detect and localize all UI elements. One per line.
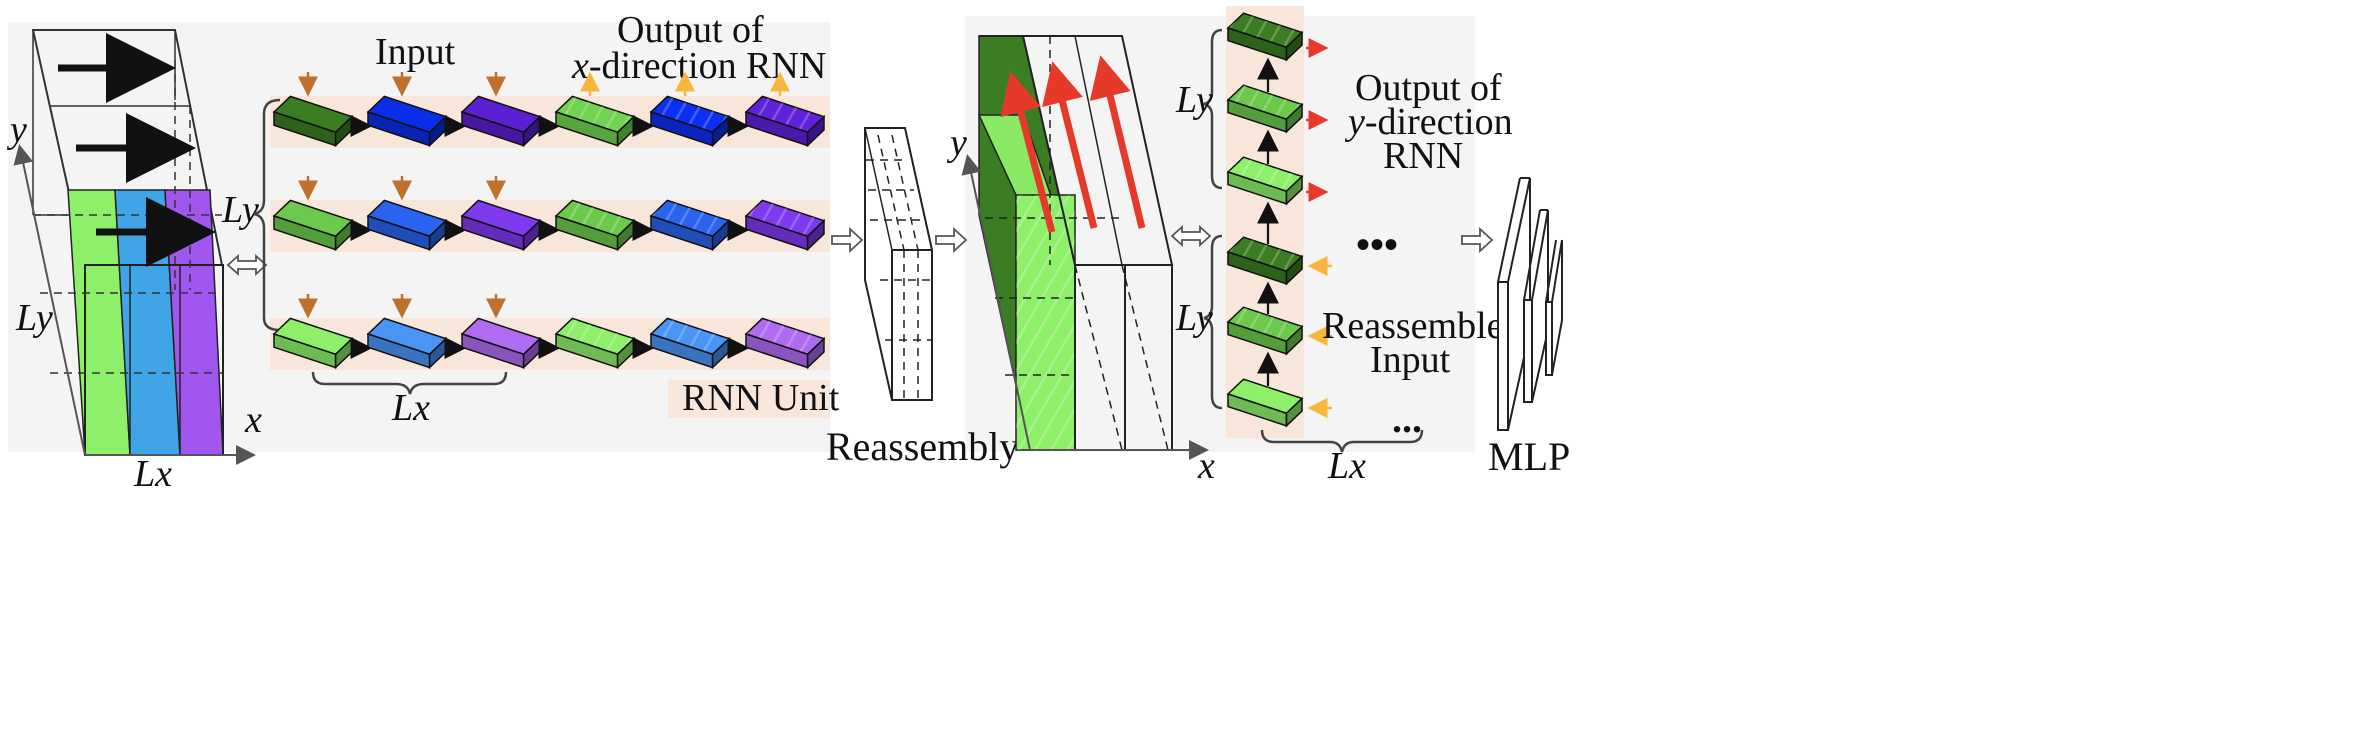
output-x-label-1: Output of: [617, 9, 764, 51]
Ly-brace-lower: [1203, 234, 1223, 410]
hollow-arrow-1: [831, 226, 864, 254]
y-unit-5: [1226, 306, 1304, 356]
rnn-unit-r3-c4: [554, 317, 636, 370]
double-arrow-2: [1170, 224, 1212, 248]
y-rnn-column-bg: [1226, 6, 1304, 438]
rnn-unit-r2-c1: [272, 199, 354, 252]
output-x-var: x: [571, 45, 589, 87]
axis-y-label-right: y: [946, 122, 967, 164]
Ly-brace-upper: [1203, 28, 1223, 190]
reassembled-label-2: Input: [1370, 339, 1451, 381]
axis-x-label-right: x: [1197, 445, 1215, 487]
hollow-arrow-2: [935, 226, 968, 254]
Lx-label-rows: Lx: [391, 387, 430, 429]
output-x-label-2: x-direction RNN: [571, 45, 826, 87]
y-unit-4: [1226, 236, 1304, 286]
y-unit-2: [1226, 84, 1304, 134]
rnn-unit-r3-c6: [744, 317, 826, 370]
y-axis-right: [961, 154, 1031, 451]
ellipsis-bottom: ...: [1392, 396, 1422, 441]
red-arrow-2: [1042, 61, 1098, 229]
Ly-brace-rows: [253, 98, 281, 332]
y-axis: [13, 144, 86, 456]
output-y-label-2: y-direction: [1344, 101, 1513, 143]
rnn-unit-r3-c2: [366, 317, 448, 370]
axis-x-label-left: x: [244, 399, 262, 441]
output-y-label-1: Output of: [1355, 67, 1502, 109]
rnn-rows: [272, 71, 826, 370]
Lx-brace-right: [1260, 429, 1424, 453]
Lx-label-left: Lx: [133, 453, 172, 495]
Ly-label-left: Ly: [15, 297, 53, 339]
hollow-arrow-3: [1461, 226, 1494, 254]
output-x-rest: -direction RNN: [589, 45, 826, 87]
reassembly-label: Reassembly: [826, 424, 1019, 469]
output-y-rest: -direction: [1365, 101, 1513, 143]
reassembly-block: [864, 127, 933, 401]
rnn-unit-r1-c2: [366, 95, 448, 148]
input-volume: [13, 29, 256, 465]
axis-y-label-left: y: [6, 109, 27, 151]
input-label: Input: [375, 31, 456, 73]
y-direction-column: [1226, 12, 1332, 428]
reassembled-label-1: Reassembled: [1322, 305, 1523, 347]
reassembled-volume: [961, 35, 1209, 460]
Lx-label-right: Lx: [1327, 445, 1366, 487]
rnn-unit-r2-c4: [554, 199, 636, 252]
rnn-unit-label: RNN Unit: [682, 377, 840, 419]
output-y-label-3: RNN: [1383, 135, 1463, 177]
double-arrow-1: [226, 253, 268, 277]
rnn-unit-r2-c6: [744, 199, 826, 252]
mlp-block: [1497, 177, 1563, 431]
output-y-var: y: [1344, 101, 1365, 143]
mlp-label: MLP: [1488, 434, 1570, 479]
Ly-label-lower: Ly: [1175, 297, 1213, 339]
y-unit-3: [1226, 156, 1304, 206]
y-unit-6: [1226, 378, 1304, 428]
Ly-label-upper: Ly: [1175, 79, 1213, 121]
y-unit-1: [1226, 12, 1304, 62]
rnn-unit-r1-c5: [649, 95, 731, 148]
Lx-brace-rows: [311, 371, 508, 395]
rnn-unit-r1-c1: [272, 95, 354, 148]
red-arrow-3: [1089, 55, 1146, 229]
red-arrow-1: [1000, 71, 1056, 233]
rnn-unit-r2-c3: [460, 199, 542, 252]
rnn-unit-r1-c6: [744, 95, 826, 148]
rnn-unit-r1-c3: [460, 95, 542, 148]
rnn-unit-r1-c4: [554, 95, 636, 148]
Ly-label-rows: Ly: [221, 189, 259, 231]
ellipsis-mid: •••: [1356, 222, 1398, 267]
rnn-unit-label-bg: [668, 380, 830, 418]
rnn-unit-r3-c5: [649, 317, 731, 370]
